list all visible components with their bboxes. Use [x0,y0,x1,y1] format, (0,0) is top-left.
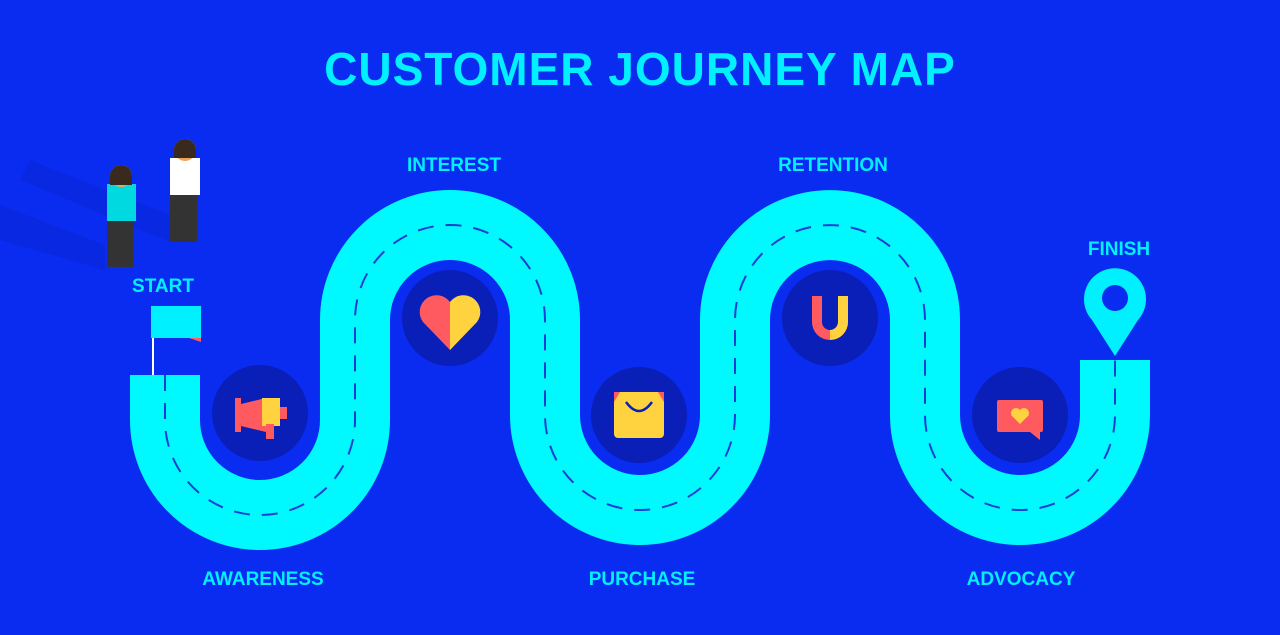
person-woman [107,165,136,267]
stage-label-interest: INTEREST [407,155,501,176]
shopping-bag-icon [614,392,664,438]
people-shadow [0,160,170,270]
stage-label-advocacy: ADVOCACY [966,569,1076,590]
magnet-icon [812,296,848,340]
megaphone-icon [235,398,287,439]
stage-label-awareness: AWARENESS [202,569,324,590]
page-title: CUSTOMER JOURNEY MAP [324,43,956,95]
stage-label-finish: FINISH [1087,239,1151,260]
stage-label-start: START [132,276,194,297]
retention-circle [782,270,878,366]
road-lane-line [164,224,1116,516]
stage-label-retention: RETENTION [778,155,888,176]
person-man [170,139,200,242]
flag-icon [151,306,201,375]
stage-label-purchase: PURCHASE [588,569,696,590]
location-pin-icon [1084,268,1146,356]
heart-icon [419,295,481,350]
chat-heart-icon [997,400,1043,440]
